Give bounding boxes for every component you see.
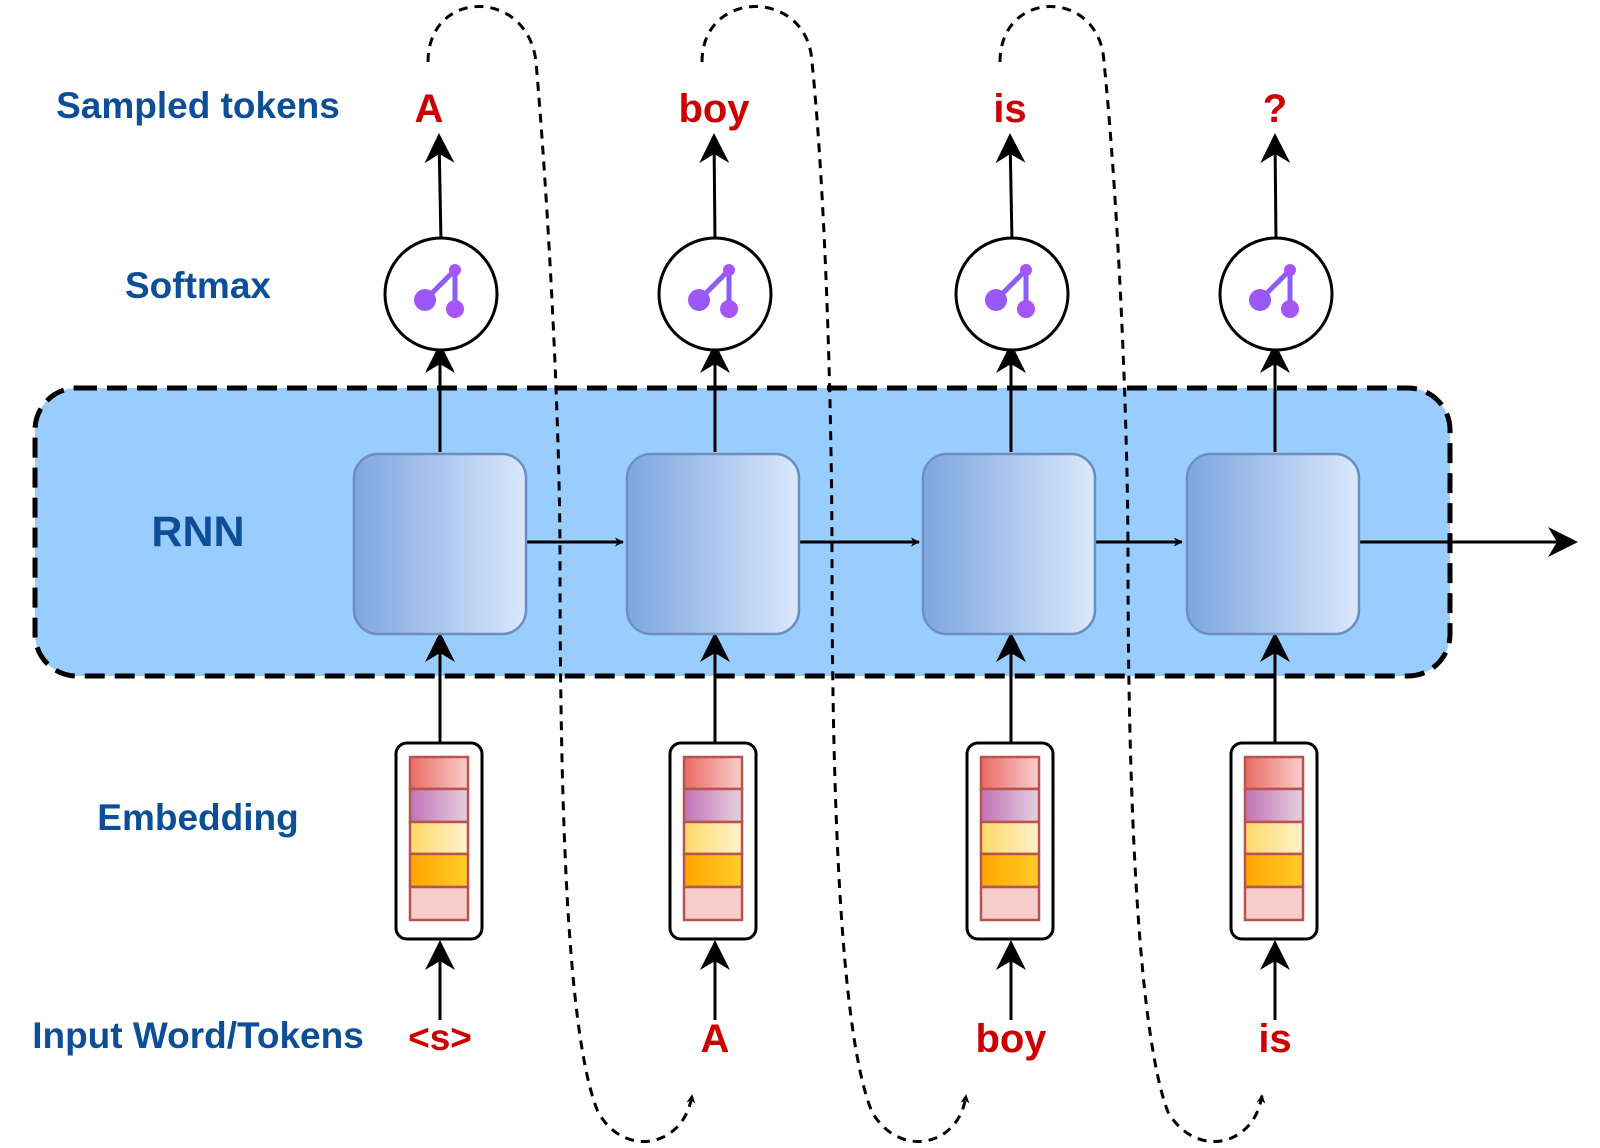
embedding-vector-3 [979,755,1041,922]
embedding-vector-2 [682,755,744,922]
feedback-loop-1 [426,5,696,1143]
rnn-cell-1 [352,452,528,636]
softmax-node-2 [657,236,773,352]
input-token-2: A [701,1017,730,1061]
step-1: A <s> [352,87,528,1058]
rnn-cell-2 [625,452,801,636]
tree-node-icon [414,264,464,318]
input-token-1: <s> [408,1017,472,1058]
label-input-tokens: Input Word/Tokens [32,1015,364,1056]
input-token-3: boy [975,1017,1047,1061]
embedding-vector-4 [1243,755,1305,922]
input-token-4: is [1258,1017,1291,1061]
softmax-node-3 [954,236,1070,352]
arrow-softmax-to-output-3 [995,133,1026,243]
softmax-node-4 [1218,236,1334,352]
output-token-1: A [415,87,444,131]
output-token-2: boy [678,87,750,131]
feedback-loops [426,5,1266,1143]
label-softmax: Softmax [125,265,271,306]
step-2: boy A [625,87,801,1061]
label-rnn: RNN [151,508,244,556]
output-token-3: is [993,87,1026,131]
rnn-cell-3 [921,452,1097,636]
label-sampled-tokens: Sampled tokens [56,85,340,126]
rnn-cell-4 [1185,452,1361,636]
arrow-softmax-to-output-1 [424,133,455,243]
step-4: ? is [1185,87,1361,1061]
feedback-loop-3 [998,5,1266,1143]
output-token-4: ? [1263,87,1287,131]
tree-node-icon [1249,264,1299,318]
embedding-vector-1 [408,755,470,922]
tree-node-icon [688,264,738,318]
label-embedding: Embedding [97,797,298,838]
tree-node-icon [985,264,1035,318]
step-3: is boy [921,87,1097,1061]
softmax-node-1 [383,236,499,352]
arrow-softmax-to-output-4 [1260,133,1291,243]
feedback-loop-2 [700,5,970,1143]
arrow-softmax-to-output-2 [699,133,730,243]
